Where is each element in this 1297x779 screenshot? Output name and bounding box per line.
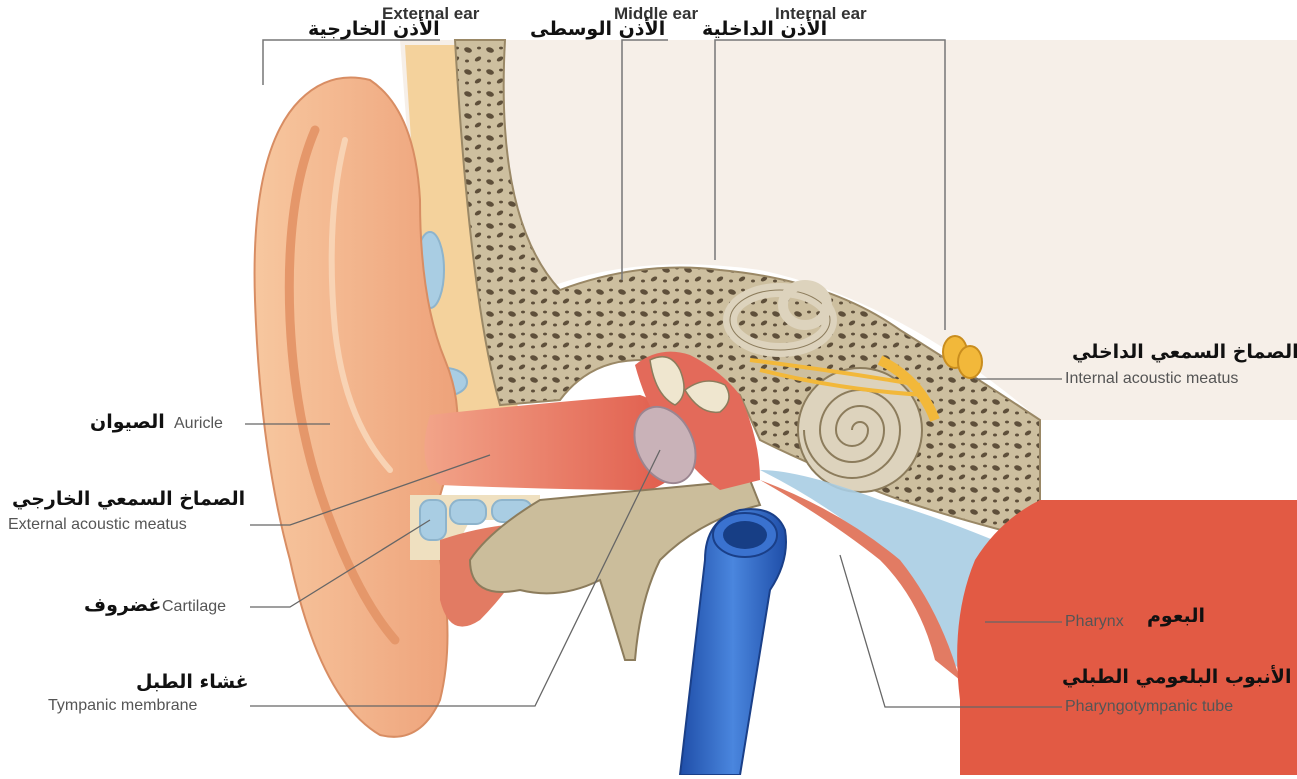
label-auricle-ar: الصيوان [90, 411, 165, 433]
label-internal-meatus-ar: الصماخ السمعي الداخلي [1072, 341, 1297, 363]
label-tympanic-en: Tympanic membrane [48, 697, 197, 715]
cartilage-lower-1 [420, 500, 446, 540]
header-middle-ar: الأذن الوسطى [530, 18, 665, 40]
label-external-meatus-ar: الصماخ السمعي الخارجي [12, 488, 245, 510]
label-internal-meatus-en: Internal acoustic meatus [1065, 370, 1238, 388]
label-cartilage-en: Cartilage [162, 598, 226, 616]
artery-lumen [723, 521, 767, 549]
header-internal-ar: الأذن الداخلية [702, 18, 827, 40]
label-external-meatus-en: External acoustic meatus [8, 516, 187, 534]
label-auricle-en: Auricle [174, 415, 223, 433]
cochlea [798, 368, 922, 492]
label-pharynx-ar: البعوم [1147, 605, 1205, 627]
label-tympanic-ar: غشاء الطبل [136, 671, 249, 693]
pharynx [957, 500, 1297, 775]
label-pharyngotympanic-ar: الأنبوب البلعومي الطبلي [1062, 666, 1291, 688]
label-pharyngotympanic-en: Pharyngotympanic tube [1065, 698, 1233, 716]
cartilage-lower-2 [450, 500, 486, 524]
label-pharynx-en: Pharynx [1065, 613, 1124, 631]
header-external-ar: الأذن الخارجية [308, 18, 440, 40]
label-cartilage-ar: غضروف [84, 594, 161, 616]
